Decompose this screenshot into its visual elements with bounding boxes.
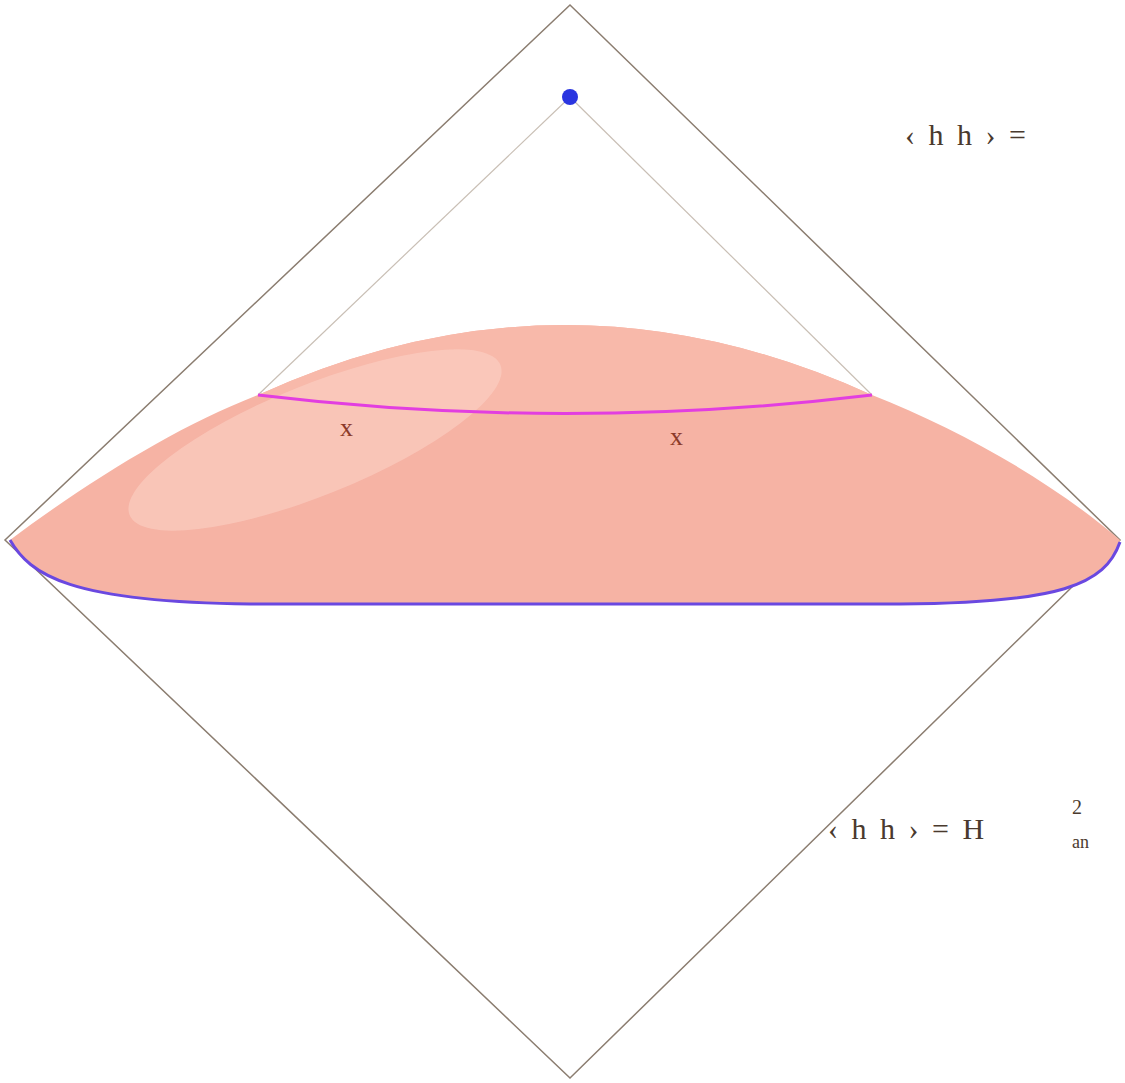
point-mark: x [670, 422, 683, 452]
blue-dot [562, 89, 578, 105]
point-mark: x [340, 413, 353, 443]
diamond-outline [5, 5, 1120, 1078]
equation-label: ‹ h h › = [905, 118, 1029, 152]
highlight [109, 314, 521, 566]
equation-label: ‹ h h › = H [828, 812, 987, 846]
superscript: 2 [1072, 796, 1082, 819]
subscript: an [1072, 832, 1089, 853]
magenta-slice [258, 395, 872, 414]
blue-slice [10, 540, 1120, 604]
